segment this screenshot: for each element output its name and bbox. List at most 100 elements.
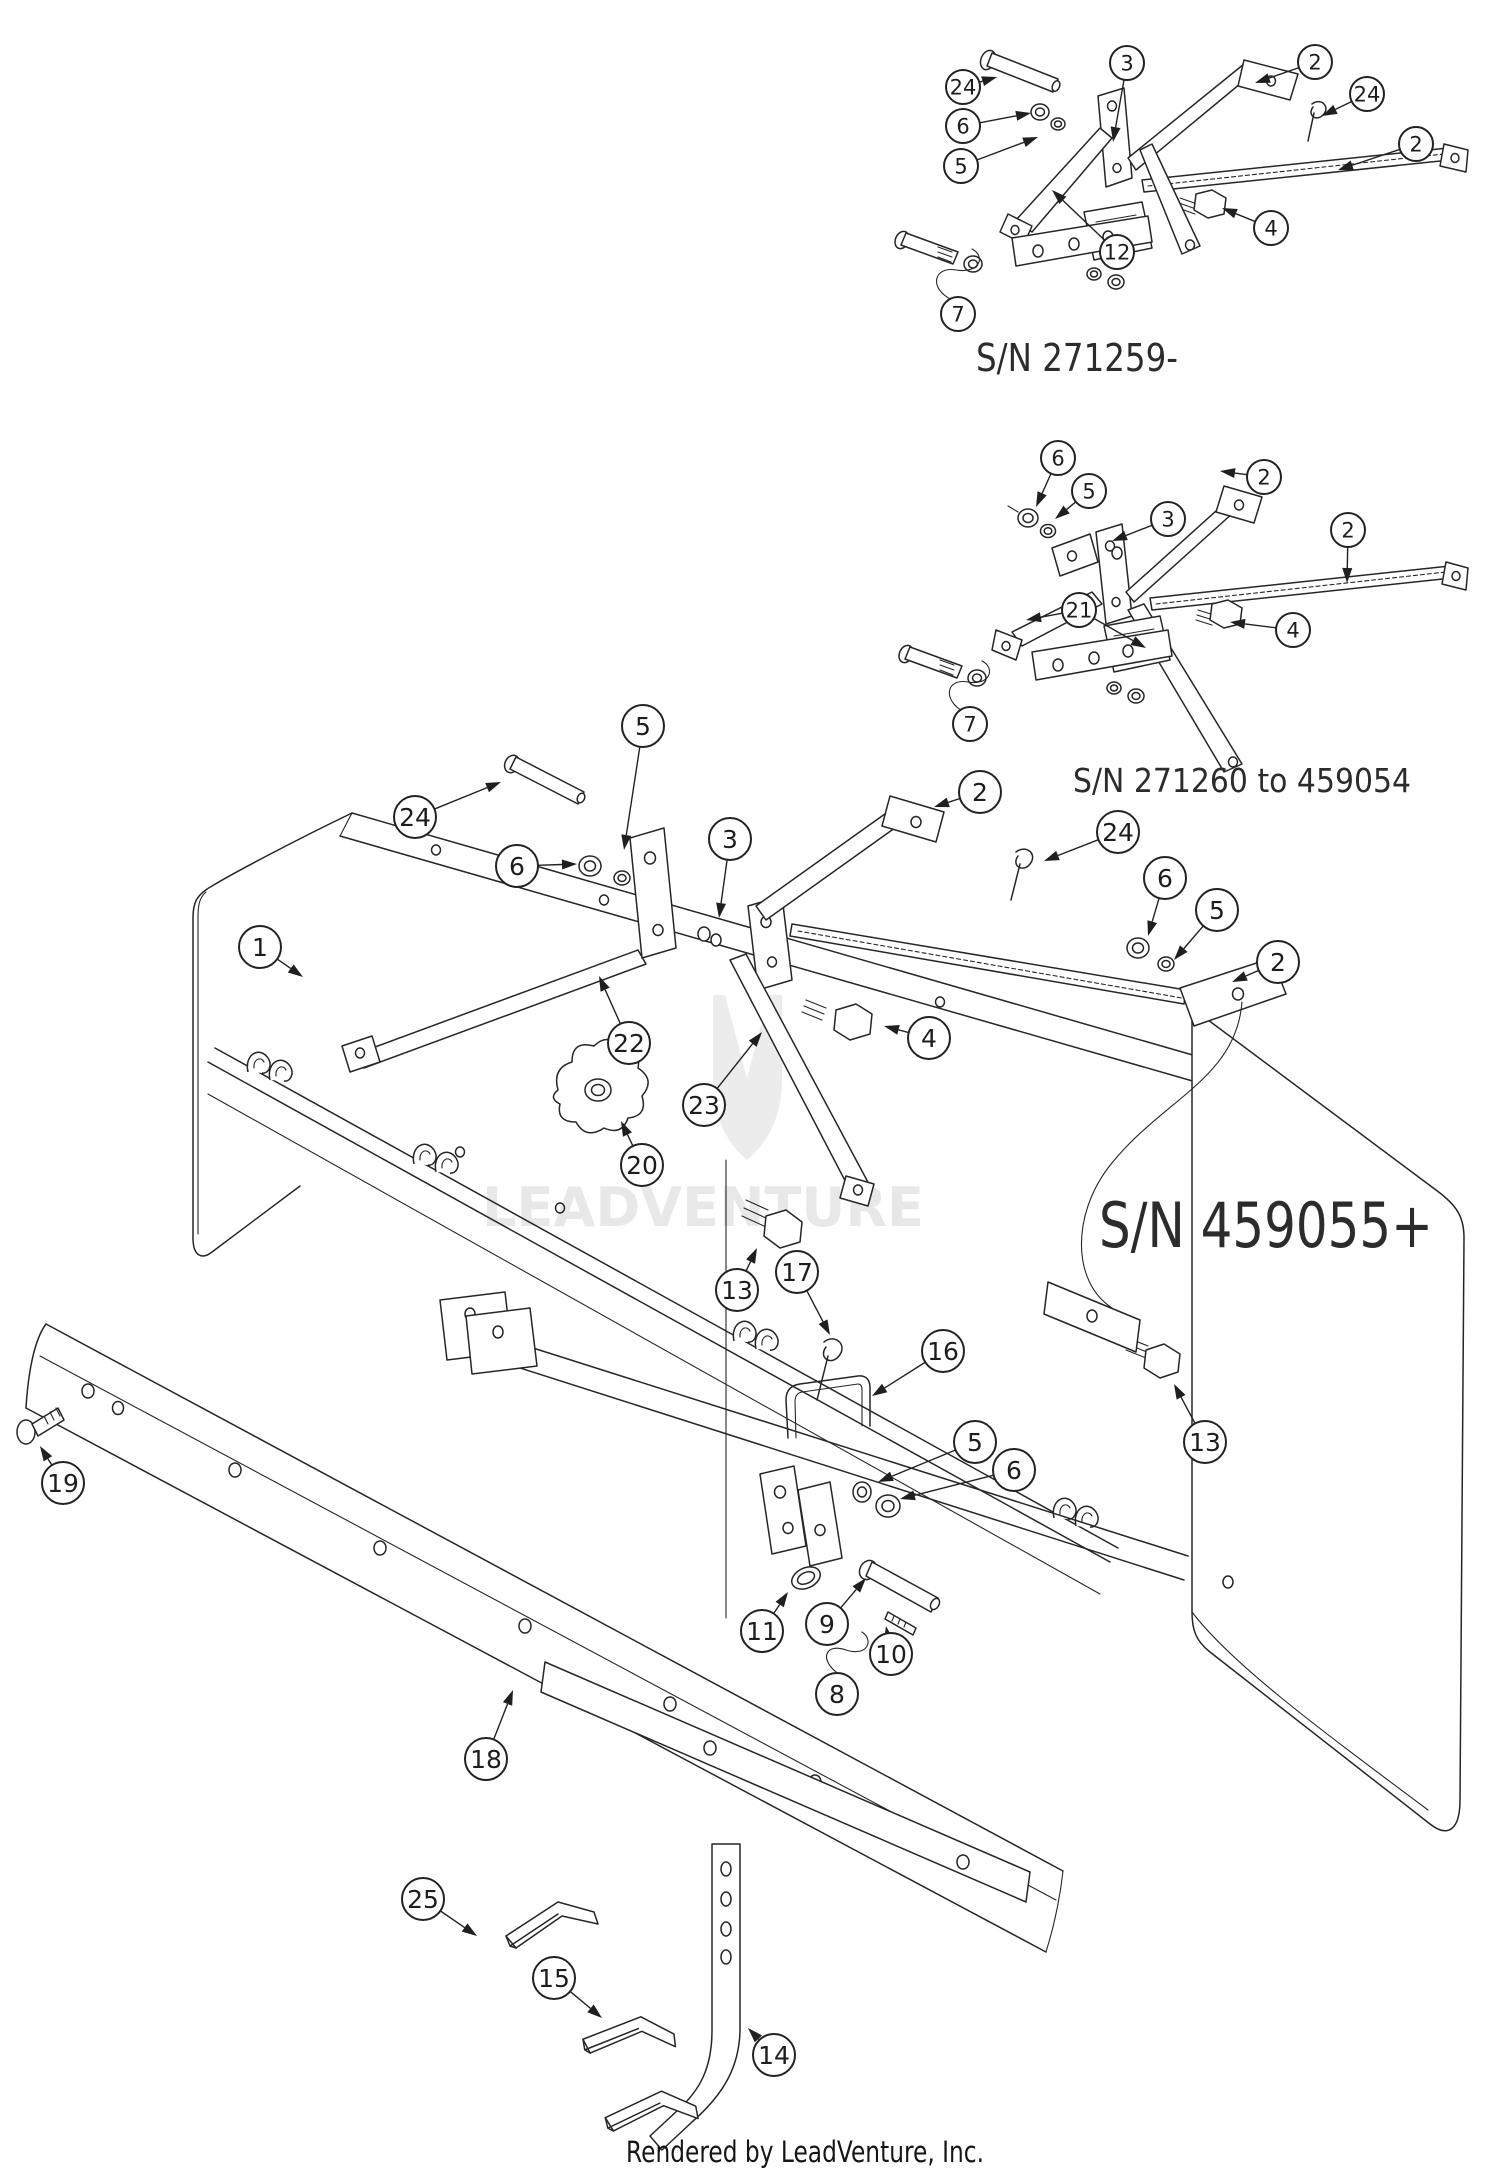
callout-arrow-icon — [485, 782, 501, 793]
callout-7[interactable]: 7 — [940, 296, 976, 332]
callout-13[interactable]: 13 — [715, 1248, 759, 1312]
callout-24[interactable]: 24 — [1044, 810, 1140, 861]
callout-5[interactable]: 5 — [943, 137, 1038, 184]
svg-text:25: 25 — [407, 1885, 439, 1914]
svg-text:5: 5 — [1209, 896, 1225, 925]
callout-3[interactable]: 3 — [708, 817, 752, 918]
callout-22[interactable]: 22 — [599, 976, 651, 1065]
svg-text:24: 24 — [399, 803, 431, 832]
callout-1[interactable]: 1 — [238, 925, 303, 977]
callout-arrow-icon — [900, 1490, 916, 1501]
callout-arrow-icon — [1055, 505, 1070, 519]
callout-16[interactable]: 16 — [872, 1329, 965, 1396]
callout-6[interactable]: 6 — [1143, 856, 1187, 936]
callout-18[interactable]: 18 — [464, 1690, 513, 1781]
leadventure-shield-v — [725, 995, 769, 1078]
svg-text:11: 11 — [746, 1617, 778, 1646]
svg-text:6: 6 — [1051, 446, 1064, 470]
callout-arrow-icon — [872, 1383, 888, 1396]
callout-2[interactable]: 2 — [1338, 126, 1434, 170]
callout-arrow-icon — [934, 797, 950, 808]
callout-5[interactable]: 5 — [1055, 473, 1107, 519]
callout-8[interactable]: 8 — [815, 1672, 859, 1716]
callout-4[interactable]: 4 — [1222, 208, 1289, 246]
svg-text:22: 22 — [613, 1029, 645, 1058]
render-credit: Rendered by LeadVenture, Inc. — [626, 2135, 984, 2169]
callout-6[interactable]: 6 — [945, 108, 1031, 144]
callout-arrow-icon — [1052, 190, 1067, 204]
callout-arrow-icon — [621, 1121, 632, 1137]
callout-arrow-icon — [716, 902, 727, 918]
callout-15[interactable]: 15 — [532, 1956, 602, 2018]
callout-7[interactable]: 7 — [952, 706, 988, 742]
callout-24[interactable]: 24 — [945, 69, 997, 105]
callout-arrow-icon — [1230, 618, 1246, 629]
callout-13[interactable]: 13 — [1174, 1384, 1227, 1464]
svg-text:4: 4 — [921, 1024, 937, 1053]
scarifier-tooth — [505, 1901, 599, 1949]
svg-text:2: 2 — [1257, 465, 1270, 489]
callout-14[interactable]: 14 — [748, 2028, 796, 2077]
callout-6[interactable]: 6 — [900, 1448, 1036, 1501]
svg-text:8: 8 — [829, 1680, 845, 1709]
callout-arrow-icon — [561, 859, 577, 870]
callout-2[interactable]: 2 — [934, 770, 1002, 814]
callout-23[interactable]: 23 — [682, 1032, 762, 1127]
callout-arrow-icon — [1222, 208, 1238, 219]
callout-17[interactable]: 17 — [775, 1250, 830, 1335]
callout-3[interactable]: 3 — [1112, 501, 1186, 541]
svg-text:3: 3 — [1120, 51, 1133, 75]
callout-arrow-icon — [981, 76, 997, 87]
callout-4[interactable]: 4 — [884, 1016, 951, 1060]
svg-text:13: 13 — [1189, 1428, 1221, 1457]
fastener-details — [16, 1199, 1181, 1677]
callout-5[interactable]: 5 — [621, 704, 665, 850]
callout-2[interactable]: 2 — [1330, 512, 1366, 583]
callout-2[interactable]: 2 — [1255, 44, 1333, 83]
callout-5[interactable]: 5 — [878, 1420, 997, 1482]
callout-10[interactable]: 10 — [869, 1626, 913, 1676]
callout-6[interactable]: 6 — [495, 844, 577, 888]
callout-20[interactable]: 20 — [620, 1121, 664, 1187]
svg-text:7: 7 — [963, 712, 976, 736]
assembly-sn-271259 — [894, 49, 1469, 301]
serial-label-271260-459054: S/N 271260 to 459054 — [1073, 761, 1411, 800]
svg-text:16: 16 — [927, 1337, 959, 1366]
callout-arrow-icon — [599, 976, 610, 992]
svg-text:4: 4 — [1264, 216, 1277, 240]
callout-21[interactable]: 21 — [1026, 592, 1146, 648]
left-side-panel — [192, 812, 353, 1257]
svg-text:17: 17 — [781, 1258, 813, 1287]
svg-text:4: 4 — [1286, 618, 1299, 642]
svg-text:5: 5 — [954, 154, 967, 178]
callout-arrow-icon — [1130, 636, 1146, 648]
callout-9[interactable]: 9 — [805, 1578, 866, 1646]
ripper-shank — [602, 1843, 741, 2151]
callout-3[interactable]: 3 — [1109, 45, 1145, 142]
callout-19[interactable]: 19 — [40, 1446, 85, 1505]
callout-6[interactable]: 6 — [1036, 440, 1076, 507]
callout-11[interactable]: 11 — [740, 1592, 788, 1653]
svg-text:5: 5 — [967, 1428, 983, 1457]
callout-arrow-icon — [1174, 1384, 1186, 1400]
callout-12[interactable]: 12 — [1052, 190, 1135, 270]
callout-5[interactable]: 5 — [1174, 888, 1239, 960]
u-clip-pair — [1052, 1497, 1099, 1528]
callout-2[interactable]: 2 — [1220, 459, 1282, 495]
callout-arrow-icon — [40, 1446, 53, 1462]
callout-24[interactable]: 24 — [393, 782, 501, 839]
callout-arrow-icon — [587, 2004, 602, 2018]
svg-text:1: 1 — [252, 933, 268, 962]
callout-4[interactable]: 4 — [1230, 612, 1311, 648]
svg-text:5: 5 — [635, 712, 651, 741]
callout-25[interactable]: 25 — [401, 1877, 477, 1936]
callout-24[interactable]: 24 — [1322, 76, 1385, 116]
svg-text:6: 6 — [1006, 1456, 1022, 1485]
svg-text:3: 3 — [722, 825, 738, 854]
svg-text:6: 6 — [1157, 864, 1173, 893]
assembly-sn-271260 — [898, 485, 1469, 773]
svg-text:24: 24 — [1102, 818, 1134, 847]
svg-text:6: 6 — [956, 114, 969, 138]
callout-2[interactable]: 2 — [1232, 940, 1300, 984]
callout-arrow-icon — [1036, 491, 1047, 507]
